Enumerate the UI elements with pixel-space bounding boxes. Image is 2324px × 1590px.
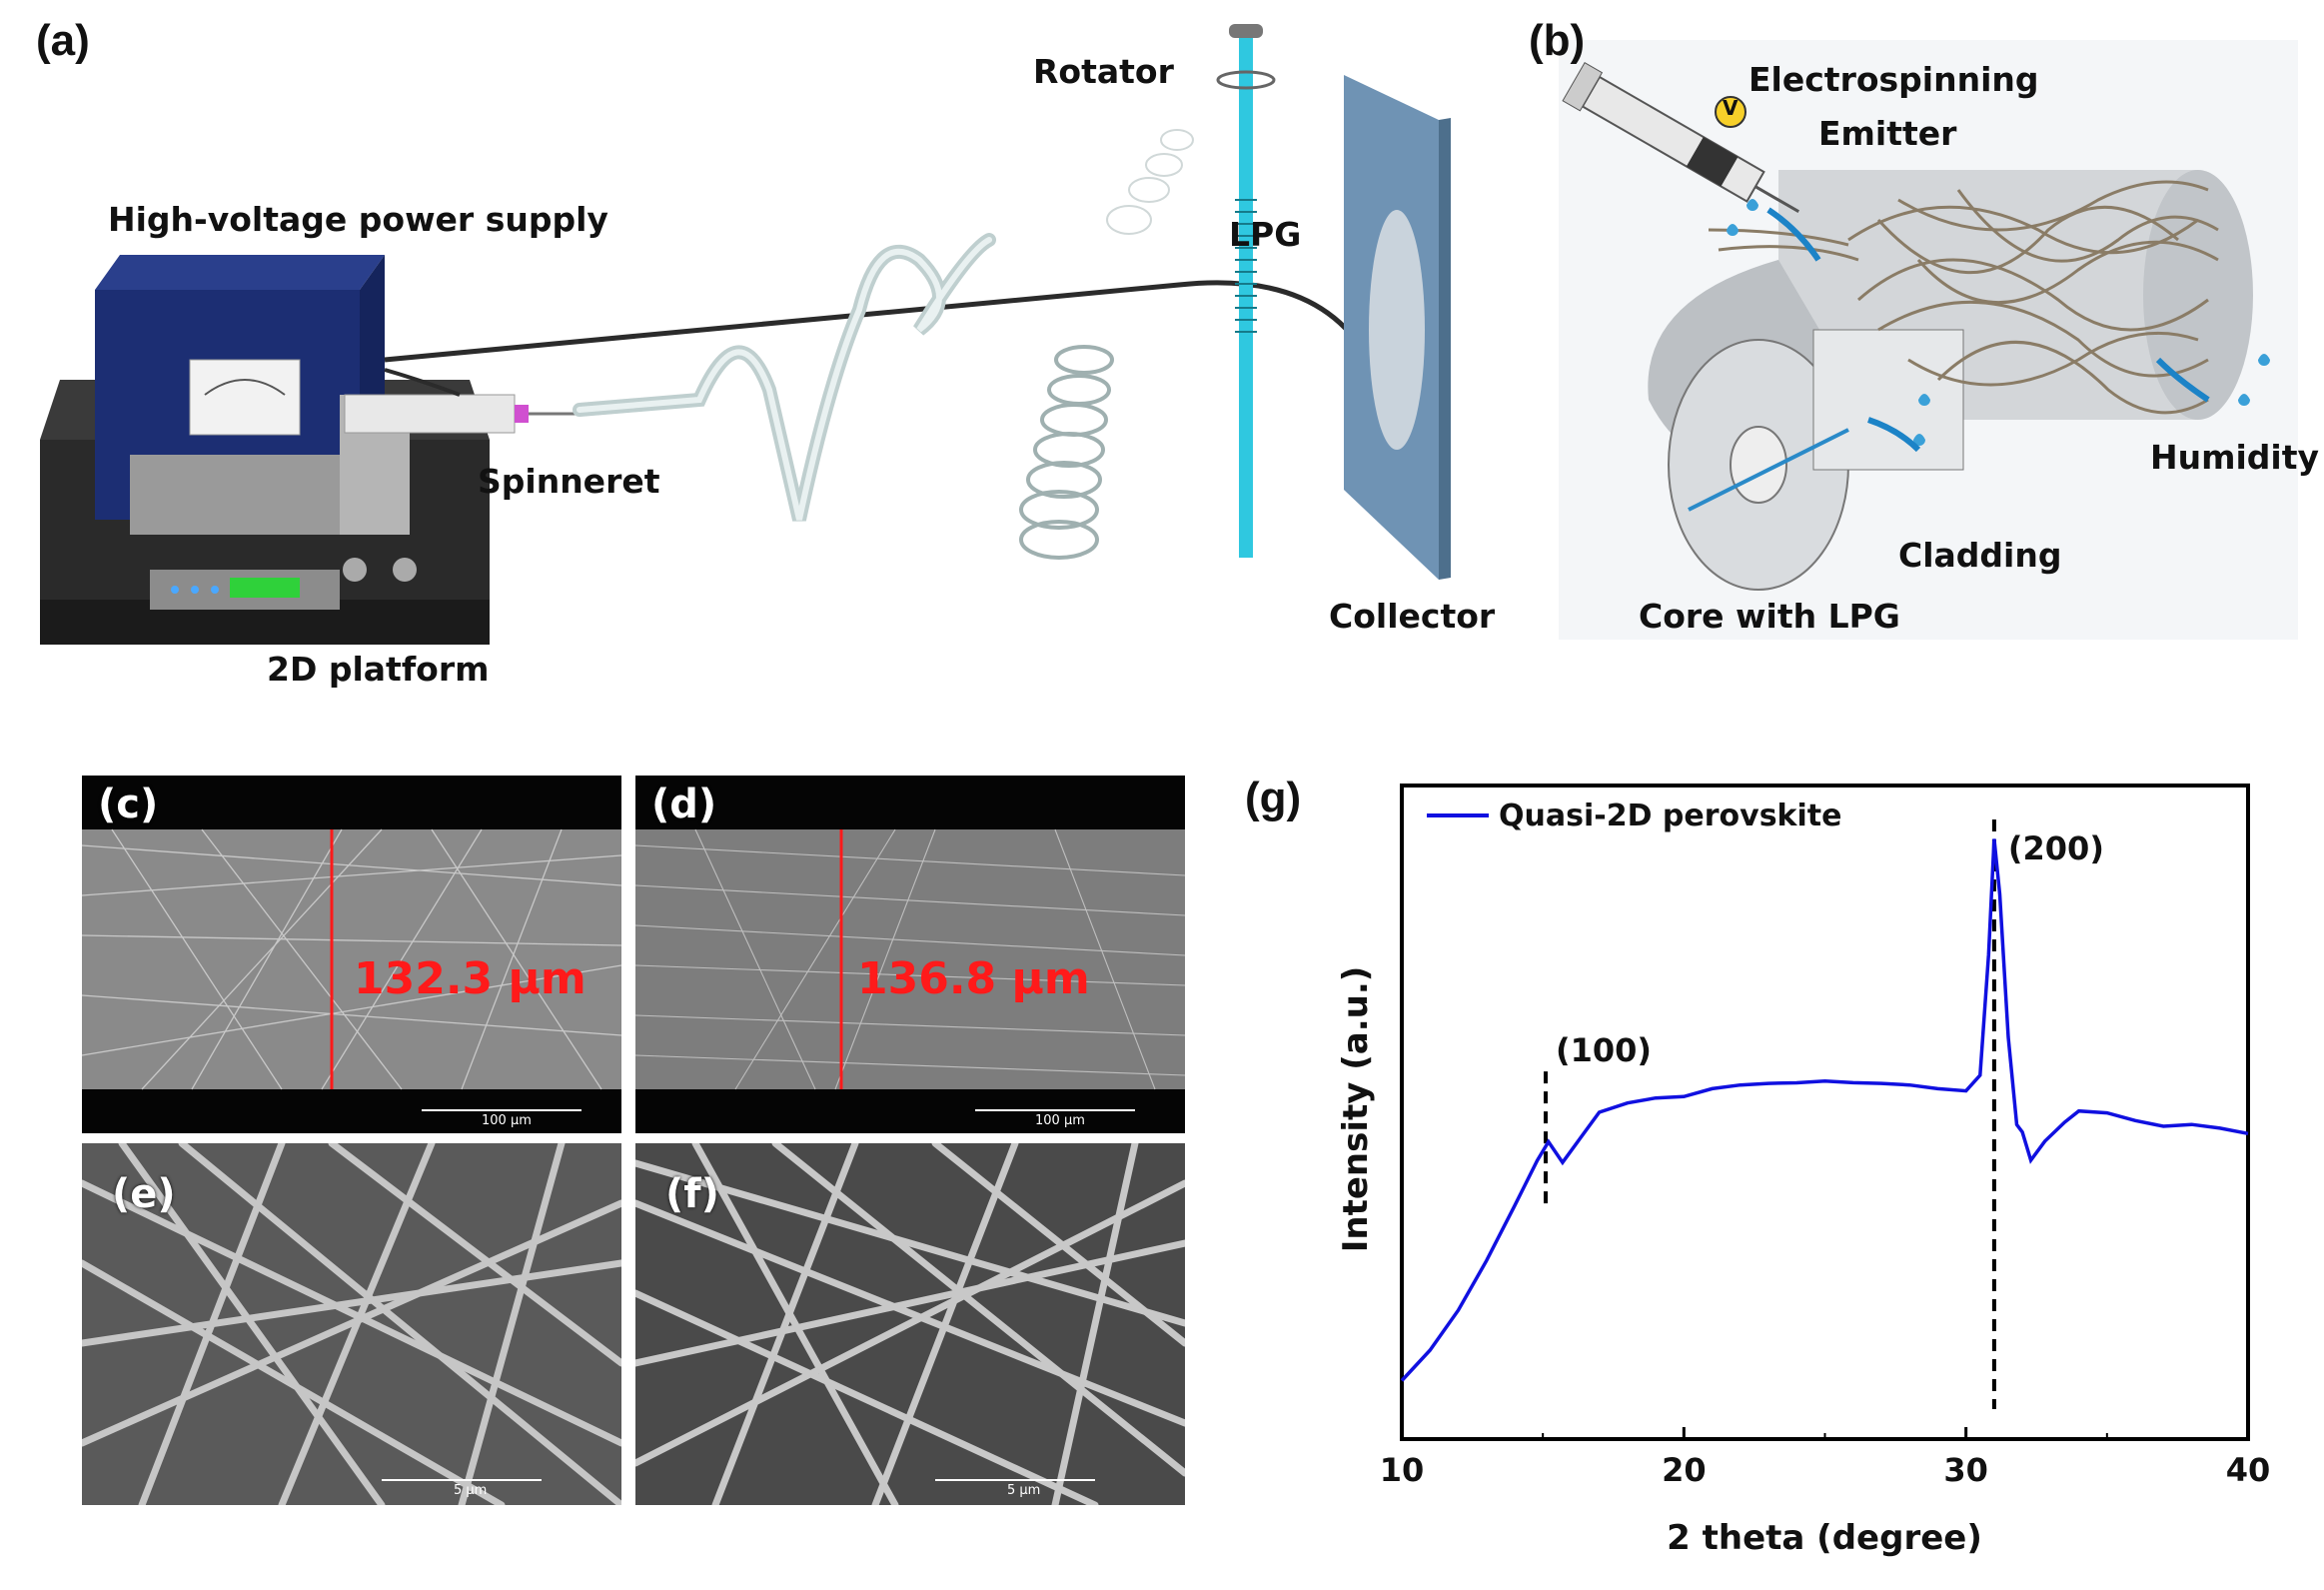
sem-image-c: 100 μm (c) 132.3 μm (82, 776, 621, 1133)
sem-image-e: 5 μm (e) (82, 1143, 621, 1505)
x-tick-label: 20 (1662, 1451, 1707, 1489)
scale-bar-f (935, 1479, 1095, 1481)
x-tick-label: 10 (1380, 1451, 1425, 1489)
sem-image-d: 100 μm (d) 136.8 μm (635, 776, 1185, 1133)
scale-text-c: 100 μm (482, 1113, 532, 1128)
panel-b: (b) Electrospinning Emitter V Humidity C… (1519, 0, 2324, 700)
panel-label-f: (f) (665, 1171, 719, 1217)
fiber-coating-schematic (1559, 40, 2298, 640)
scale-text-e: 5 μm (454, 1483, 488, 1498)
scale-text-f: 5 μm (1007, 1483, 1041, 1498)
x-axis-title: 2 theta (degree) (1667, 1518, 1982, 1558)
power-supply-label: High-voltage power supply (108, 200, 608, 239)
scale-bar-d (975, 1109, 1135, 1111)
peak-label: (200) (2008, 829, 2104, 867)
panel-a: (a) High-voltage power supply Spinneret … (0, 0, 1519, 700)
sem-image-f: 5 μm (f) (635, 1143, 1185, 1505)
x-tick-label: 30 (1943, 1451, 1988, 1489)
spinneret-label: Spinneret (478, 462, 660, 501)
x-tick-label: 40 (2226, 1451, 2271, 1489)
core-label: Core with LPG (1639, 597, 1900, 636)
panel-label-e: (e) (112, 1171, 176, 1217)
cladding-label: Cladding (1898, 536, 2062, 575)
scale-bar-e (382, 1479, 542, 1481)
humidity-label: Humidity (2150, 438, 2320, 477)
series-line-quasi-2d (1400, 838, 2249, 1382)
scale-bar-c (422, 1109, 581, 1111)
collector-label: Collector (1329, 597, 1496, 636)
panel-label-b: (b) (1529, 16, 1586, 65)
panel-label-c: (c) (98, 782, 159, 827)
scale-text-d: 100 μm (1035, 1113, 1085, 1128)
voltage-label: V (1723, 96, 1739, 120)
rotator-label: Rotator (1033, 52, 1174, 91)
peak-label: (100) (1556, 1031, 1652, 1069)
platform-label: 2D platform (267, 650, 490, 689)
plot-area (1400, 784, 2250, 1441)
lpg-label: LPG (1229, 215, 1302, 254)
emitter-label-line1: Electrospinning (1748, 60, 2039, 99)
emitter-label-line2: Emitter (1818, 114, 1957, 153)
panel-label-d: (d) (651, 782, 717, 827)
y-axis-title: Intensity (a.u.) (1336, 966, 1376, 1253)
measurement-c: 132.3 μm (354, 953, 586, 1004)
panel-label-a: (a) (36, 16, 90, 65)
panel-label-g: (g) (1245, 774, 1302, 822)
legend-entry: Quasi-2D perovskite (1499, 798, 1841, 833)
measurement-d: 136.8 μm (857, 953, 1090, 1004)
electrospinning-setup-illustration (40, 24, 1451, 645)
